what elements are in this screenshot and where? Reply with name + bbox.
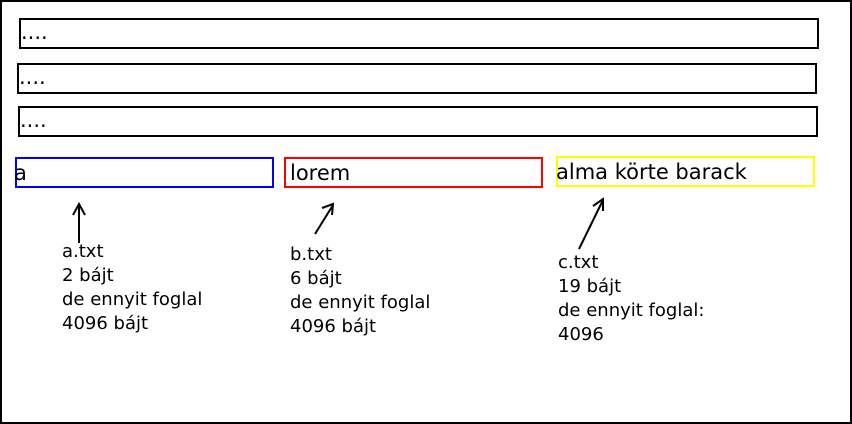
disk-row-2-text: .... — [19, 65, 46, 89]
caption-c-size: 19 bájt — [558, 276, 622, 297]
caption-a-size: 2 bájt — [62, 265, 114, 286]
disk-row-2: .... — [17, 63, 817, 94]
block-b: lorem — [284, 157, 543, 188]
arrow-c — [578, 197, 604, 250]
block-c-content: alma körte barack — [556, 160, 747, 184]
disk-row-1: .... — [19, 18, 819, 49]
caption-b: b.txt 6 bájt de ennyit foglal 4096 bájt — [290, 243, 430, 339]
caption-a-name: a.txt — [62, 241, 104, 262]
block-a-content: a — [14, 161, 27, 185]
block-c: alma körte barack — [556, 156, 815, 187]
caption-b-name: b.txt — [290, 244, 332, 265]
caption-c-note: de ennyit foglal: — [558, 300, 705, 321]
caption-b-size: 6 bájt — [290, 268, 342, 289]
disk-row-3: .... — [18, 106, 818, 137]
block-a: a — [14, 157, 274, 188]
disk-row-3-text: .... — [20, 108, 47, 132]
caption-c: c.txt 19 bájt de ennyit foglal: 4096 — [558, 251, 704, 347]
arrow-a — [72, 201, 86, 243]
caption-b-note: de ennyit foglal — [290, 292, 431, 313]
caption-c-name: c.txt — [558, 252, 599, 273]
caption-c-alloc: 4096 — [558, 324, 604, 345]
block-b-content: lorem — [290, 161, 351, 185]
caption-a: a.txt 2 bájt de ennyit foglal 4096 bájt — [62, 240, 202, 336]
caption-a-note: de ennyit foglal — [62, 289, 203, 310]
caption-b-alloc: 4096 bájt — [290, 316, 377, 337]
arrow-b — [314, 202, 335, 235]
caption-a-alloc: 4096 bájt — [62, 313, 149, 334]
disk-row-1-text: .... — [21, 20, 48, 44]
